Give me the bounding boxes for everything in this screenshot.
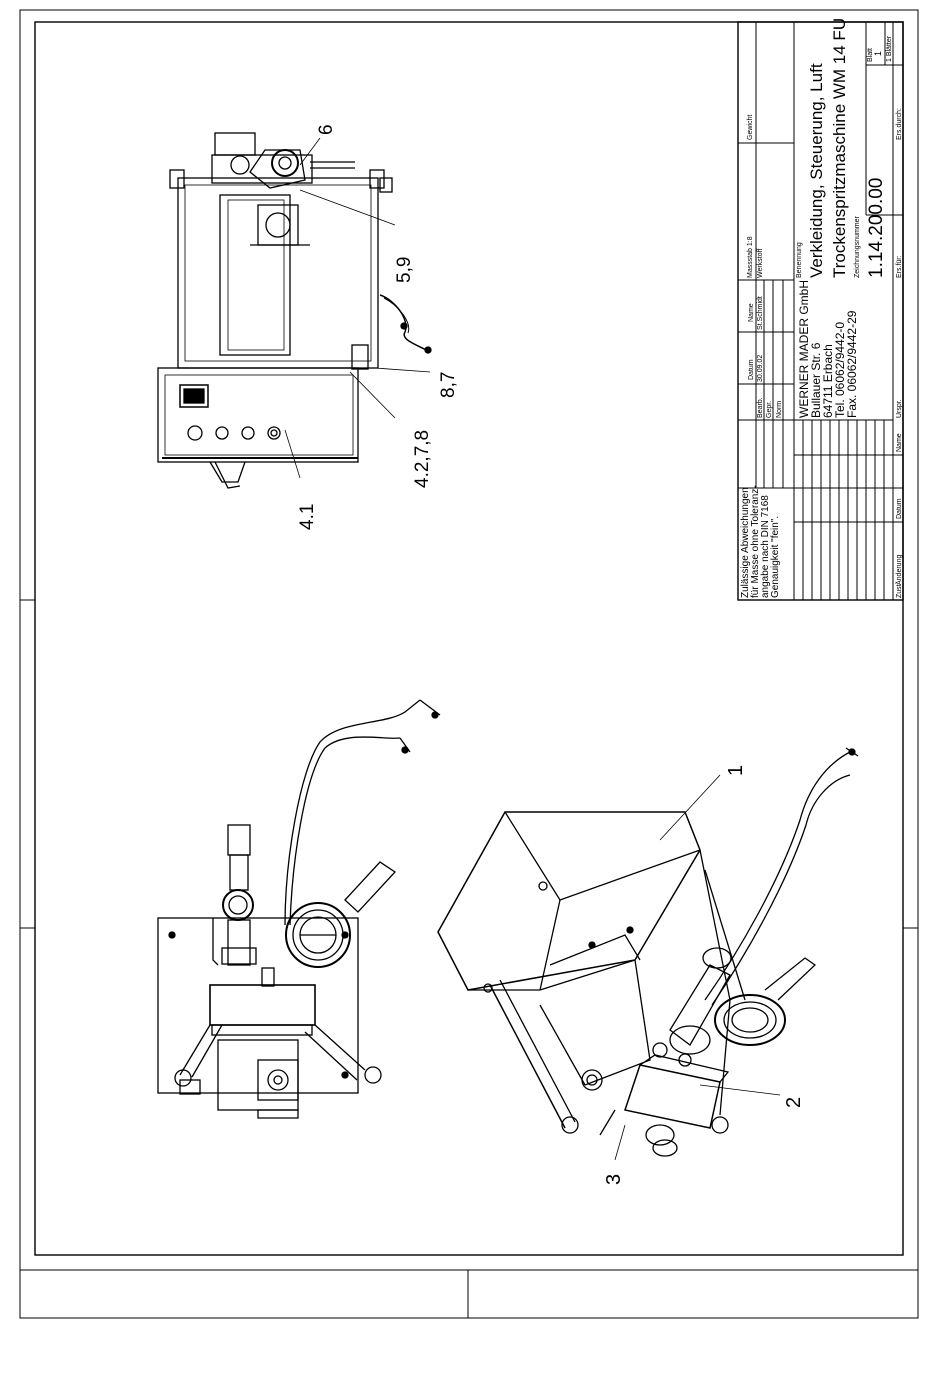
balloon-4-1: 4.1 [297, 504, 318, 530]
company-line-5: Fax. 06062/9442-29 [845, 310, 859, 418]
zeichnungsnummer-label: Zeichnungsnummer [854, 215, 861, 278]
balloon-leaders-bottom [614, 774, 781, 1161]
revision-name: Name [896, 433, 903, 452]
drawing-title-line-2: Trockenspritzmaschine WM 14 FU [830, 18, 849, 278]
benennung-label: Benennung [796, 242, 803, 278]
title-block-text: Zulässige Abweichungen für Masse ohne To… [740, 18, 903, 598]
balloon-6: 6 [316, 124, 337, 135]
top-view-drawing [157, 132, 432, 489]
company-line-2: Bullauer Str. 6 [809, 342, 823, 418]
balloon-2: 2 [783, 1097, 805, 1108]
balloon-8-7: 8,7 [438, 372, 459, 398]
blatt-label: Blatt [867, 48, 874, 62]
bearb-date: 30.09.02 [757, 355, 764, 382]
balloon-1: 1 [725, 765, 747, 776]
balloon-3: 3 [603, 1174, 625, 1185]
revision-aenderung: Änderung [895, 555, 903, 585]
drawing-title-line-1: Verkleidung, Steuerung, Luft [807, 63, 826, 278]
revision-zust: Zust [896, 584, 903, 598]
row-bearb: Bearb. [757, 397, 764, 418]
row-gepr: Gepr. [766, 401, 773, 418]
tolerance-note-line-1: Zulässige Abweichungen [740, 487, 751, 598]
balloon-4-2-7-8: 4.2,7,8 [412, 430, 433, 488]
tolerance-note-line-3: angabe nach DIN 7168 [760, 495, 771, 598]
blaetter: 1 Blätter [886, 35, 893, 62]
company-line-3: 64711 Erbach [821, 344, 835, 418]
massstab: Massstab 1:8 [747, 236, 754, 278]
balloon-5-9: 5,9 [394, 257, 415, 283]
header-datum: Datum [748, 359, 755, 380]
blatt-value: 1 [873, 51, 883, 56]
company-line-4: Tel. 06062/9442-0 [833, 322, 847, 418]
ursprung: Urspr. [896, 399, 903, 418]
ers-durch: Ers.durch: [896, 108, 903, 140]
front-view-drawing [157, 699, 441, 1119]
tolerance-note-line-2: für Masse ohne Toleranz- [750, 485, 761, 598]
ers-fuer: Ers.für: [896, 255, 903, 278]
tolerance-note-line-4: Genauigkeit "fein". [770, 516, 781, 598]
row-norm: Norm [776, 401, 783, 418]
gewicht: Gewicht [747, 115, 754, 140]
werkstoff: Werkstoff [757, 249, 764, 278]
revision-datum: Datum [896, 498, 903, 519]
drawing-number: 1.14.200.00 [866, 178, 887, 278]
title-block [737, 21, 904, 601]
bearb-name: St.Schmidt [757, 296, 764, 330]
header-name: Name [748, 303, 755, 322]
company-line-1: WERNER MADER GmbH [797, 280, 811, 418]
balloon-leaders-top [284, 137, 431, 479]
drawing-frame [19, 9, 919, 1319]
isometric-view-drawing [437, 747, 859, 1157]
